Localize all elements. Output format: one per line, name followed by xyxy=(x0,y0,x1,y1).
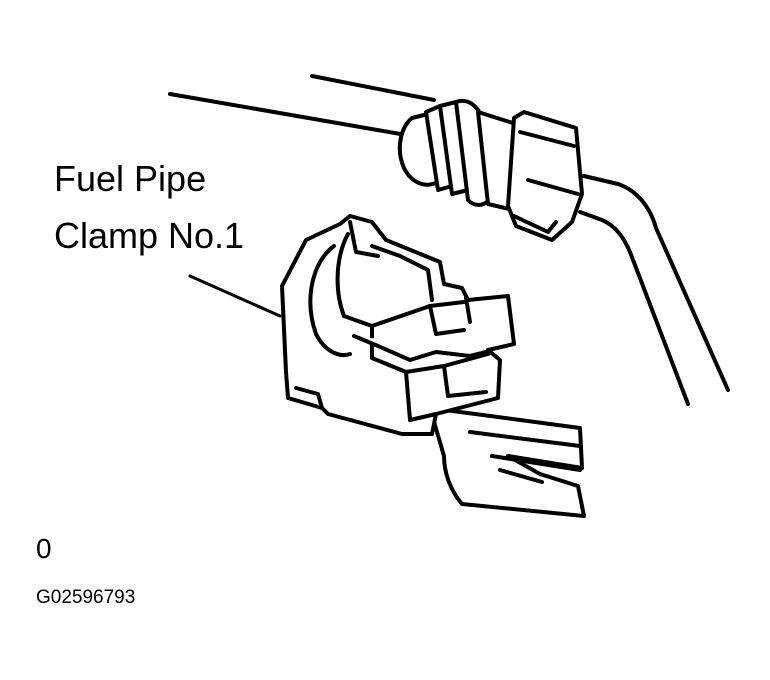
view-marker: 0 xyxy=(36,533,52,564)
pipe-connector xyxy=(397,99,584,242)
fuel-pipe-clamp xyxy=(280,214,586,518)
fuel-pipe xyxy=(168,74,436,138)
callout-leader-line xyxy=(188,274,282,318)
fuel-tube-outlet xyxy=(578,174,730,406)
figure-code: G02596793 xyxy=(36,587,136,608)
callout-label-line2: Clamp No.1 xyxy=(54,215,245,256)
callout-label-line1: Fuel Pipe xyxy=(54,158,207,199)
